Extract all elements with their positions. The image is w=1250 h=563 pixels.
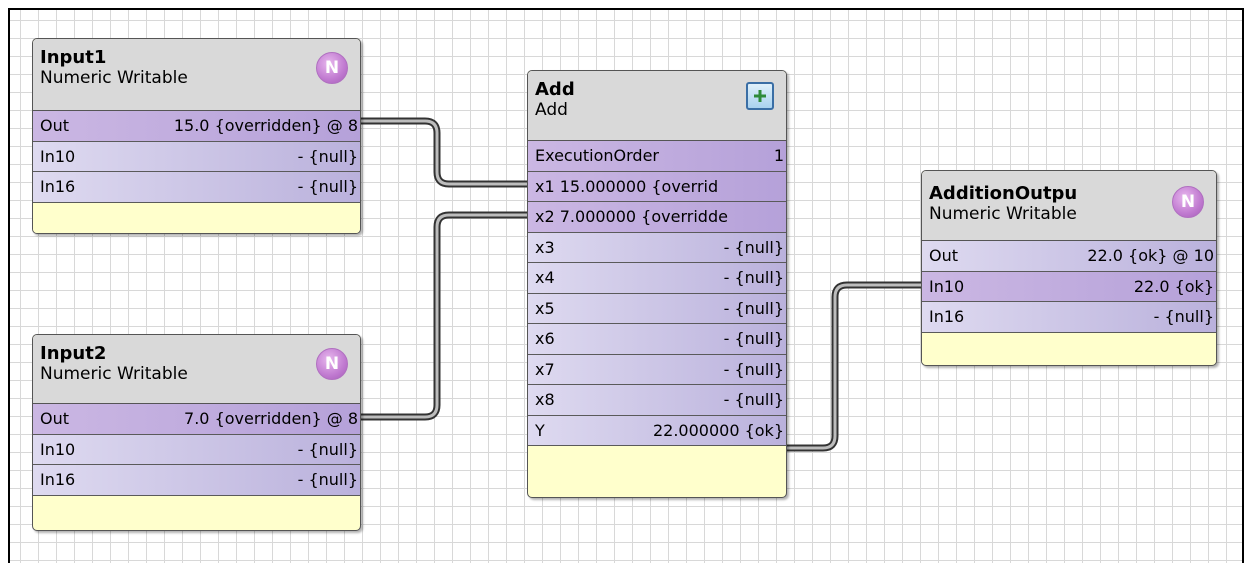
slot-value: - {null}	[723, 390, 784, 409]
addition-output-type: Numeric Writable	[929, 204, 1077, 224]
input1-slot-in10[interactable]: In10 - {null}	[33, 141, 360, 172]
slot-label: Out	[929, 246, 959, 265]
input1-header[interactable]: Input1 Numeric Writable N	[33, 39, 360, 111]
slot-label: ExecutionOrder	[535, 146, 659, 165]
slot-label: x2	[535, 207, 555, 226]
slot-label: In16	[40, 177, 76, 196]
add-header[interactable]: Add Add	[528, 71, 786, 141]
input2-component[interactable]: Input2 Numeric Writable N Out 7.0 {overr…	[32, 334, 361, 531]
addition-output-component[interactable]: AdditionOutpu Numeric Writable N Out 22.…	[921, 170, 1217, 366]
add-footer	[528, 446, 786, 476]
input1-footer	[33, 202, 360, 233]
addition-output-footer	[922, 332, 1216, 363]
addition-output-slot-in16[interactable]: In16 - {null}	[922, 302, 1216, 333]
slot-label: x7	[535, 359, 555, 379]
addition-output-slot-in10[interactable]: In10 22.0 {ok}	[922, 271, 1216, 302]
input1-title: Input1	[40, 47, 107, 68]
slot-value: - {null}	[723, 268, 784, 287]
input1-component[interactable]: Input1 Numeric Writable N Out 15.0 {over…	[32, 38, 361, 234]
slot-label: x1	[535, 176, 555, 196]
slot-label: x6	[535, 329, 555, 348]
slot-value: 15.000000 {overrid	[559, 176, 719, 196]
slot-label: In16	[40, 470, 76, 489]
add-component[interactable]: Add Add ExecutionOrder 1 x1 15.000000 {o…	[527, 70, 787, 498]
add-slot-x3[interactable]: x3 - {null}	[528, 232, 786, 263]
slot-value: - {null}	[723, 359, 784, 379]
numeric-n-icon: N	[316, 52, 348, 84]
input2-footer	[33, 495, 360, 526]
add-slot-x5[interactable]: x5 - {null}	[528, 293, 786, 324]
slot-value: - {null}	[297, 146, 358, 166]
slot-value: 22.0 {ok} @ 10	[1087, 246, 1214, 265]
slot-label: x3	[535, 237, 555, 257]
input2-header[interactable]: Input2 Numeric Writable N	[33, 335, 360, 404]
slot-value: - {null}	[723, 237, 784, 257]
input2-slot-in16[interactable]: In16 - {null}	[33, 465, 360, 496]
slot-label: In16	[929, 307, 965, 326]
slot-label: Y	[535, 420, 545, 440]
slot-value: - {null}	[723, 329, 784, 348]
slot-value: - {null}	[297, 470, 358, 489]
slot-label: x8	[535, 390, 555, 409]
add-slot-x7[interactable]: x7 - {null}	[528, 354, 786, 385]
add-title: Add	[535, 79, 575, 100]
add-plus-icon	[746, 82, 774, 110]
addition-output-title: AdditionOutpu	[929, 183, 1078, 204]
add-slot-x8[interactable]: x8 - {null}	[528, 385, 786, 416]
slot-value: 7.000000 {overridde	[559, 207, 728, 226]
slot-label: Out	[40, 409, 70, 428]
input1-slot-out[interactable]: Out 15.0 {overridden} @ 8	[33, 111, 360, 142]
input2-slot-out[interactable]: Out 7.0 {overridden} @ 8	[33, 404, 360, 435]
add-type: Add	[535, 100, 568, 120]
input1-slot-in16[interactable]: In16 - {null}	[33, 172, 360, 203]
input1-type: Numeric Writable	[40, 68, 188, 88]
input2-type: Numeric Writable	[40, 364, 188, 384]
add-slot-x1[interactable]: x1 15.000000 {overrid	[528, 171, 786, 202]
add-slot-x6[interactable]: x6 - {null}	[528, 324, 786, 355]
input2-title: Input2	[40, 343, 107, 364]
slot-value: - {null}	[297, 177, 358, 196]
addition-output-slot-out[interactable]: Out 22.0 {ok} @ 10	[922, 241, 1216, 272]
slot-label: x5	[535, 298, 555, 318]
slot-value: - {null}	[1153, 307, 1214, 326]
add-slot-y[interactable]: Y 22.000000 {ok}	[528, 415, 786, 446]
slot-value: 15.0 {overridden} @ 8	[173, 116, 358, 135]
slot-label: x4	[535, 268, 555, 287]
slot-label: In10	[40, 146, 76, 166]
slot-value: 1	[773, 146, 784, 165]
slot-value: - {null}	[297, 439, 358, 459]
slot-value: - {null}	[723, 298, 784, 318]
slot-label: In10	[40, 439, 76, 459]
slot-value: 22.000000 {ok}	[652, 420, 784, 440]
input2-slot-in10[interactable]: In10 - {null}	[33, 434, 360, 465]
numeric-n-icon: N	[1172, 186, 1204, 218]
add-slot-x4[interactable]: x4 - {null}	[528, 263, 786, 294]
slot-label: Out	[40, 116, 70, 135]
add-slot-x2[interactable]: x2 7.000000 {overridde	[528, 202, 786, 233]
add-slot-execution-order[interactable]: ExecutionOrder 1	[528, 141, 786, 172]
slot-value: 22.0 {ok}	[1133, 276, 1214, 296]
addition-output-header[interactable]: AdditionOutpu Numeric Writable N	[922, 171, 1216, 241]
slot-value: 7.0 {overridden} @ 8	[184, 409, 358, 428]
slot-label: In10	[929, 276, 965, 296]
numeric-n-icon: N	[316, 348, 348, 380]
